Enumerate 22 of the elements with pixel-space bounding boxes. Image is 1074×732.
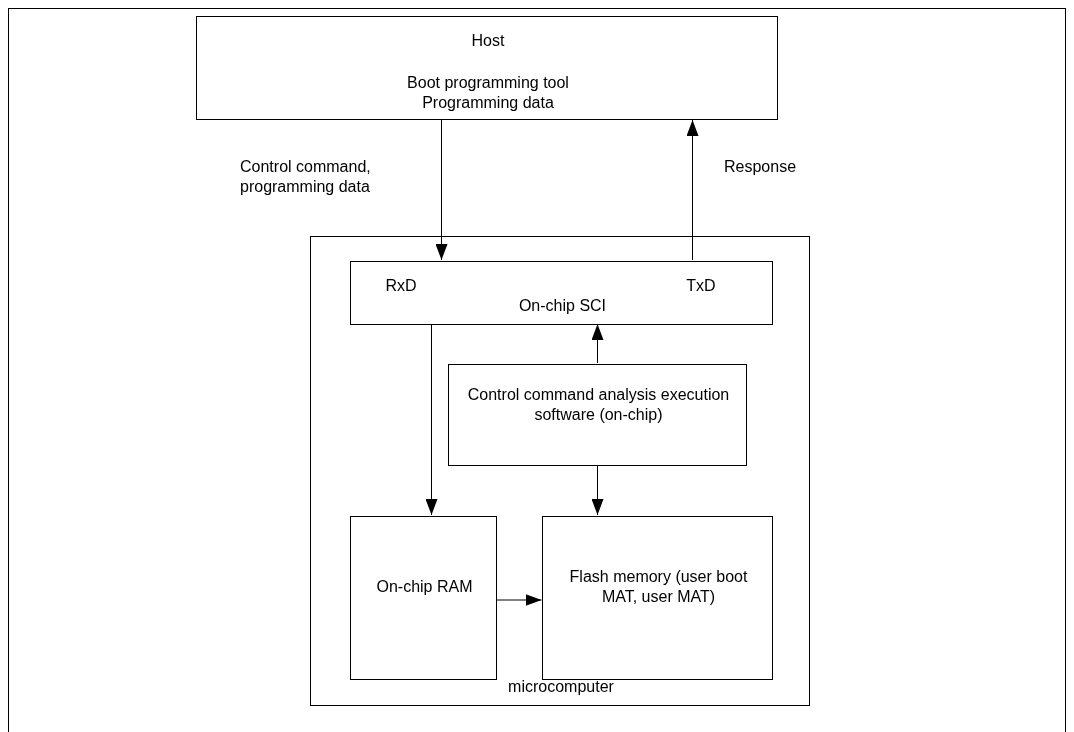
block-box [542,516,773,680]
arrow [591,323,604,364]
arrow [425,323,438,516]
node-label: microcomputer [507,677,615,697]
node-label: On-chip SCI [517,296,608,316]
block-box [350,261,773,325]
block-box [448,364,747,466]
block-box [350,516,497,680]
node-label: TxD [685,276,717,296]
host-box [196,16,778,120]
container-box [310,236,810,706]
node-label: On-chip RAM [375,577,474,597]
node-label: Programming data [421,93,555,113]
arrow [591,464,604,516]
arrow [435,119,448,261]
node-label: Host [470,31,506,51]
arrow [686,119,699,261]
node-label: RxD [384,276,418,296]
node-label: Control command analysis execution software (on-chip) [466,385,731,425]
node-label: Boot programming tool [406,73,570,93]
node-label: Flash memory (user boot MAT, user MAT) [568,567,749,607]
arrow [496,594,542,606]
